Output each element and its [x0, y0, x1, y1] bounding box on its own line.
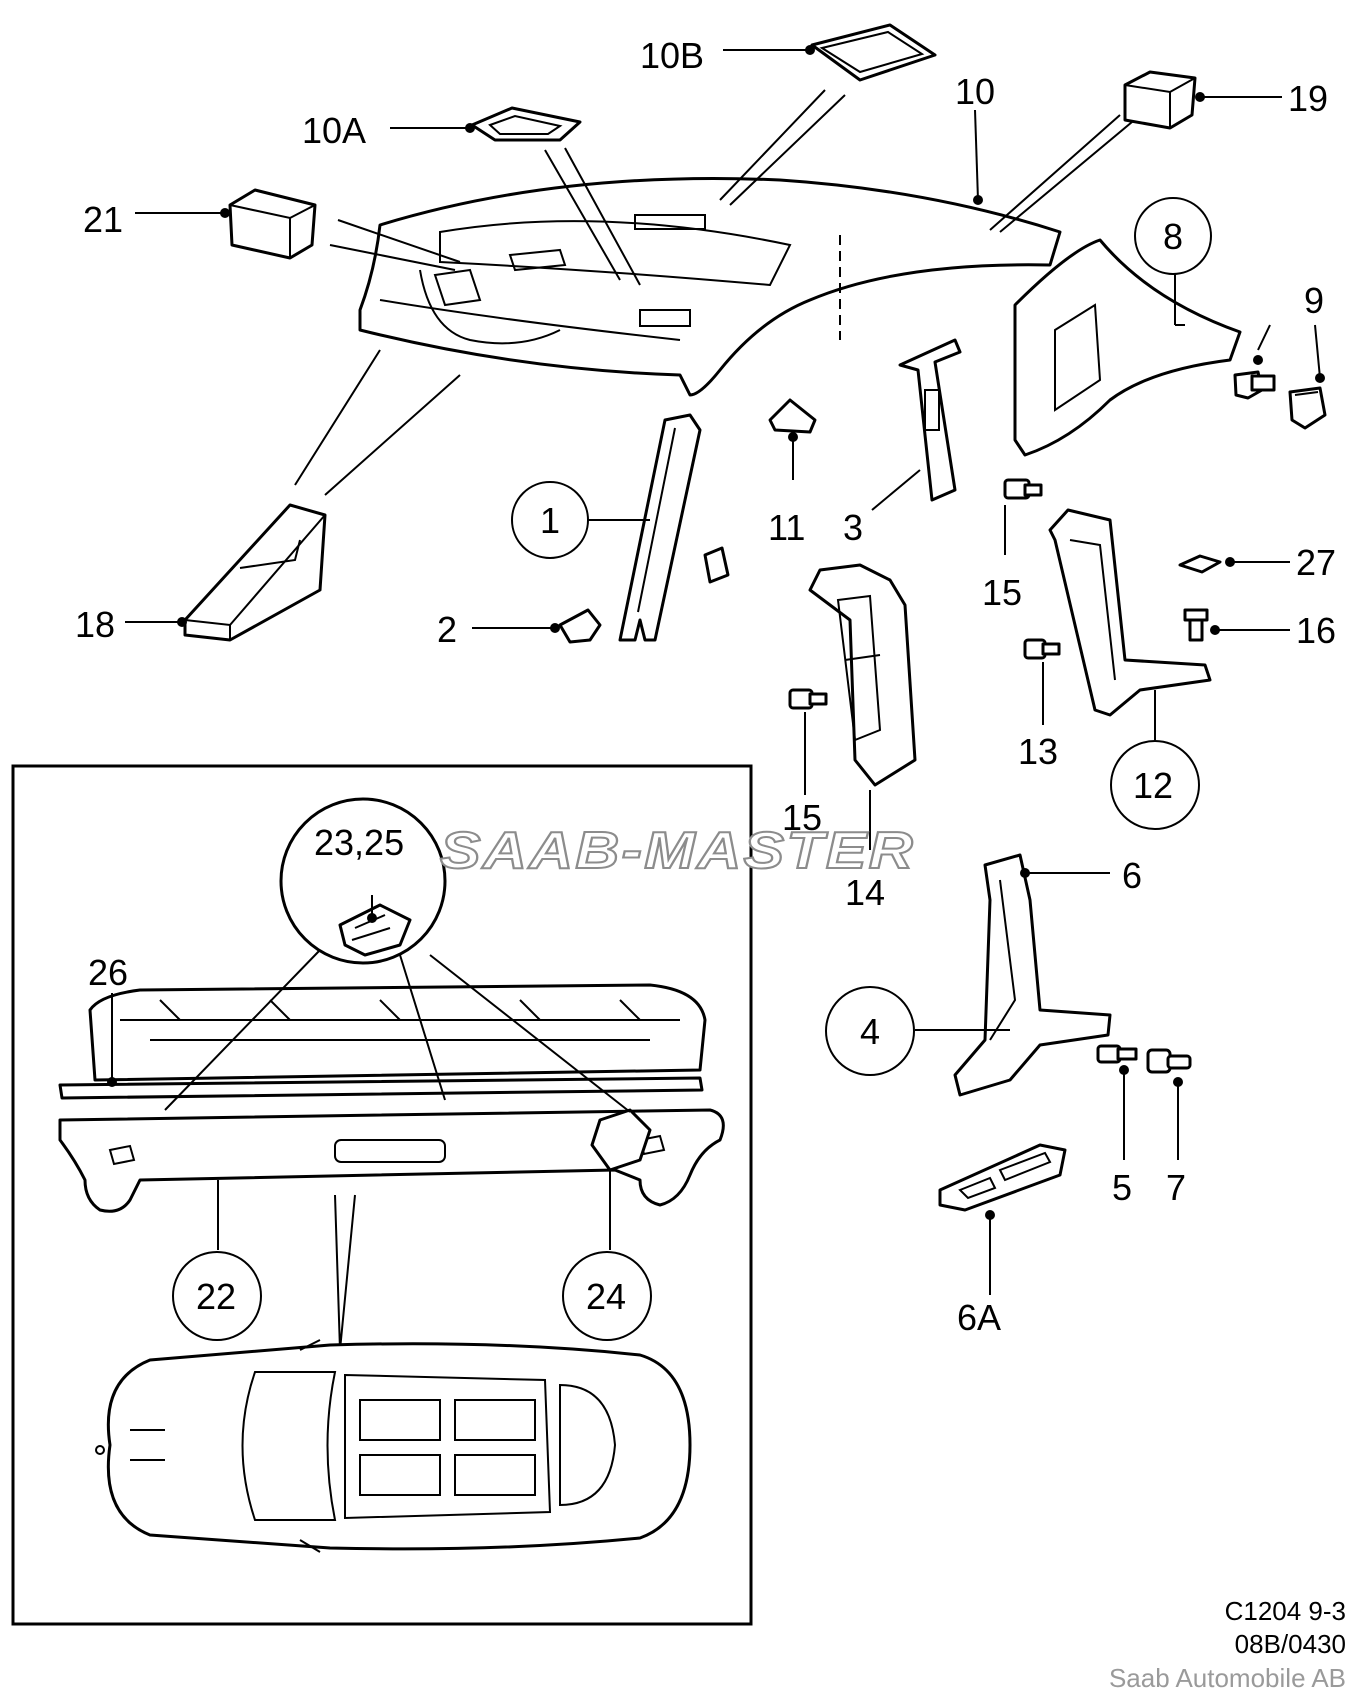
label-18: 18 [75, 604, 115, 645]
lamp-frame-10a [470, 106, 582, 142]
publisher: Saab Automobile AB [1109, 1663, 1346, 1693]
diagram-ref: 08B/0430 [1235, 1629, 1346, 1659]
screw-15a [1003, 478, 1043, 500]
b-pillar-upper-3 [898, 338, 962, 502]
clip-23-25 [338, 903, 412, 957]
lower-trim-6 [953, 853, 1112, 1097]
center-pillar-trim-14 [808, 563, 917, 787]
clip-9a [1233, 370, 1276, 400]
fastener-7 [1146, 1048, 1192, 1074]
label-19: 19 [1288, 78, 1328, 119]
callout-circle-4 [825, 986, 915, 1076]
label-10: 10 [955, 71, 995, 112]
b-pillar-lower-12 [1048, 508, 1212, 717]
bolt-5 [1096, 1044, 1138, 1064]
foam-block-19 [1123, 70, 1197, 130]
screw-15b [788, 688, 828, 710]
label-6: 6 [1122, 855, 1142, 896]
label-9: 9 [1304, 280, 1324, 321]
watermark: SAAB-MASTER [440, 822, 915, 880]
clip-9b [1288, 386, 1327, 430]
label-21: 21 [83, 199, 123, 240]
inset-frame [11, 764, 753, 1626]
pointer-wedges [294, 89, 1133, 496]
rear-shelf-trim [88, 983, 707, 1082]
callout-circle-8 [1134, 197, 1212, 275]
callout-circle-22 [172, 1251, 262, 1341]
rear-quarter-panel-8 [1013, 238, 1242, 457]
bracket-24 [590, 1108, 652, 1172]
foam-block-21 [228, 188, 317, 260]
label-27: 27 [1296, 542, 1336, 583]
clip-2 [558, 608, 602, 644]
label-14: 14 [845, 872, 885, 913]
hanger-hook-11 [768, 398, 817, 434]
callout-circle-12 [1110, 740, 1200, 830]
label-6a: 6A [957, 1297, 1001, 1338]
label-15-upper: 15 [982, 572, 1022, 613]
label-23-25: 23,25 [314, 822, 404, 863]
seal-strip-26 [58, 1076, 704, 1100]
magnifier-pointers [164, 949, 631, 1113]
car-top-view [95, 1339, 692, 1553]
label-13: 13 [1018, 731, 1058, 772]
label-4: 4 [860, 1011, 880, 1052]
label-3: 3 [843, 507, 863, 548]
a-pillar-trim-1 [618, 413, 702, 642]
label-15-lower: 15 [782, 797, 822, 838]
label-11: 11 [768, 507, 805, 548]
label-12: 12 [1133, 765, 1173, 806]
label-8: 8 [1163, 216, 1183, 257]
detail-magnifier [279, 797, 447, 965]
lamp-grille-10b [810, 23, 937, 82]
label-10a: 10A [302, 110, 366, 151]
label-26: 26 [88, 952, 128, 993]
car-pointer [334, 1194, 356, 1351]
label-16: 16 [1296, 610, 1336, 651]
label-1: 1 [540, 500, 560, 541]
step-plate-6a [938, 1143, 1067, 1212]
label-22: 22 [196, 1276, 236, 1317]
diagram-code: C1204 9-3 [1225, 1596, 1346, 1626]
foam-block-18 [183, 503, 327, 642]
callout-circle-1 [511, 481, 589, 559]
label-10b: 10B [640, 35, 704, 76]
pad-27 [1178, 554, 1222, 574]
callout-circle-24 [562, 1251, 652, 1341]
small-clip [703, 546, 730, 584]
label-24: 24 [586, 1276, 626, 1317]
leader-lines [107, 45, 1325, 1295]
headliner-part [358, 176, 1062, 397]
label-2: 2 [437, 609, 457, 650]
label-5: 5 [1112, 1167, 1132, 1208]
label-7: 7 [1166, 1167, 1186, 1208]
screw-13 [1023, 638, 1061, 660]
screw-16 [1183, 608, 1209, 642]
